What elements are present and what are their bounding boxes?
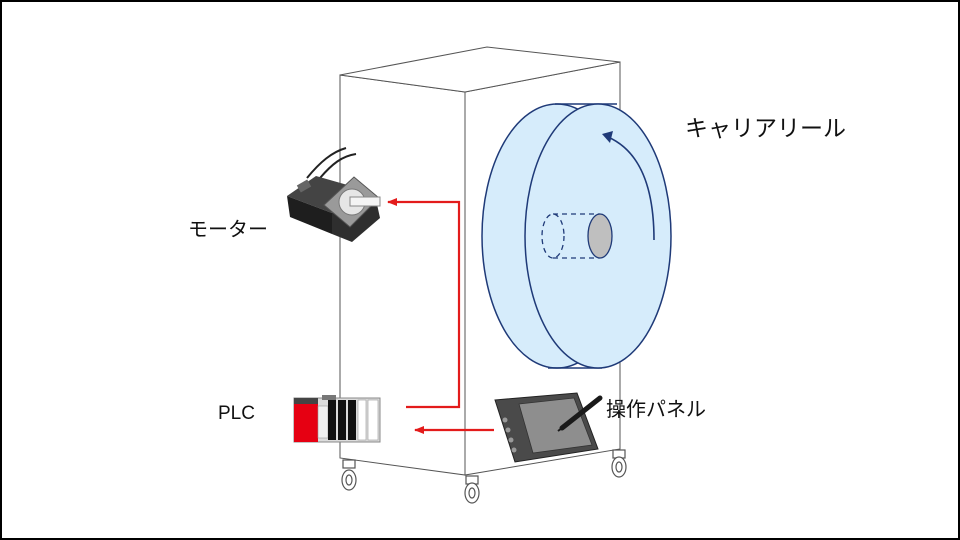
plc-rack-icon bbox=[293, 395, 381, 443]
control-panel-label: 操作パネル bbox=[606, 397, 706, 421]
plc-label: PLC bbox=[218, 403, 255, 424]
motor-label: モーター bbox=[188, 217, 268, 241]
caster-wheels bbox=[341, 449, 627, 504]
servo-motor-icon bbox=[287, 147, 381, 242]
signal-arrows bbox=[387, 198, 494, 434]
reel-hub bbox=[587, 213, 613, 259]
pen-tablet-icon bbox=[494, 392, 603, 463]
carrier-reel-label: キャリアリール bbox=[685, 116, 846, 142]
plc-to-motor-arrow bbox=[387, 198, 461, 409]
rotation-arrow bbox=[607, 136, 655, 241]
carrier-reel bbox=[481, 103, 672, 369]
